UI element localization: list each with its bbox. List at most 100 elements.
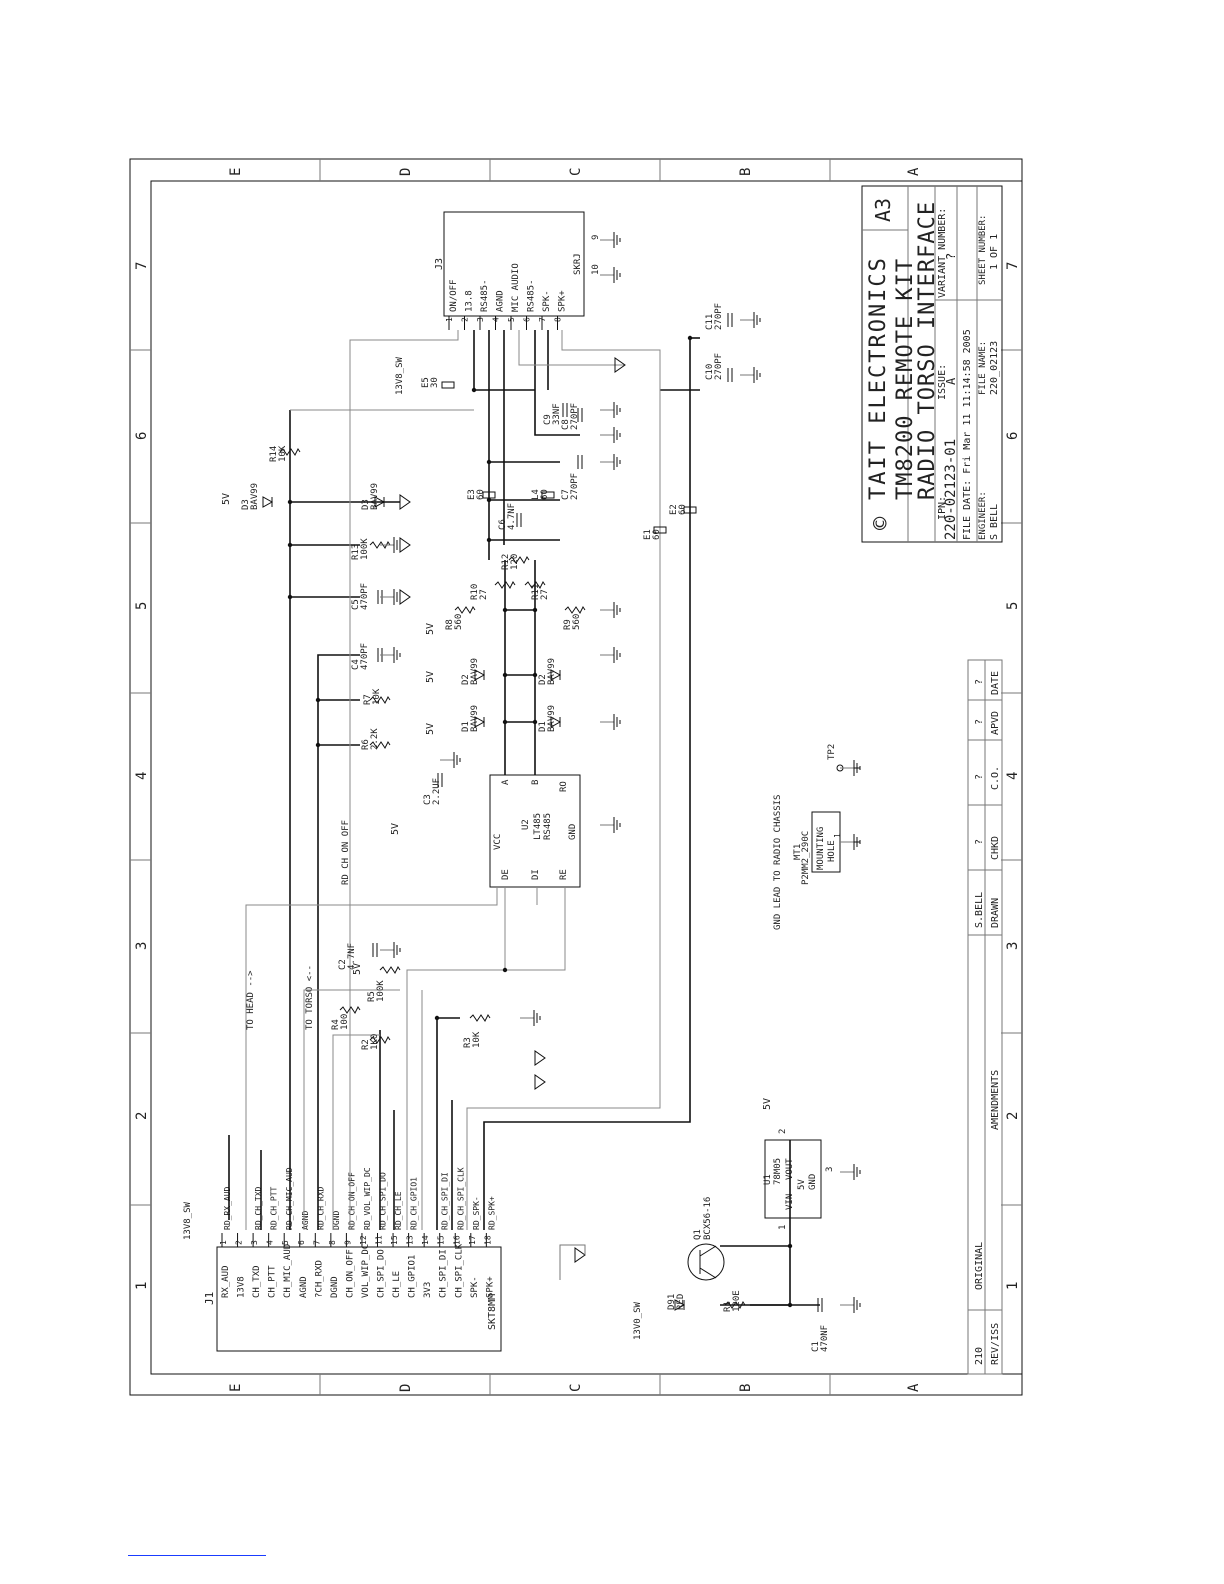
revision-block: 210 REV/ISS ORIGINAL AMENDMENTS S.BELL D…	[967, 659, 1003, 1375]
j1-pin-number: 18	[483, 1235, 492, 1245]
supply-5v-label: 5V	[352, 963, 363, 975]
component-ref: D2	[538, 674, 548, 685]
ground-arrow	[399, 494, 411, 510]
j1-pin-name: 3V3	[423, 1282, 433, 1298]
component-value: BAV99	[470, 658, 480, 685]
u2-b: B	[531, 780, 541, 785]
junction-dot	[787, 1302, 793, 1308]
j1-pin-name: CH_SPI_DO	[377, 1249, 387, 1298]
u2-de: DE	[501, 869, 511, 880]
component-value: RED	[676, 1294, 686, 1310]
apvd-label: APVD	[990, 711, 1001, 735]
zone-h-left-7: 7	[134, 262, 150, 270]
copyright-mark: ©	[869, 516, 894, 530]
component-value: 60	[678, 504, 688, 515]
j1-pin-name: RX_AUD	[221, 1265, 231, 1298]
j3-pin-9: 9	[591, 235, 601, 240]
file-date: FILE DATE: Fri Mar 11 11:14:58 2005	[962, 329, 973, 540]
supply-5v-label: 5V	[390, 823, 401, 835]
ground-arrow	[399, 589, 411, 605]
j1-pin-name: CH_SPI_DI	[439, 1249, 449, 1298]
diode-symbol	[374, 496, 386, 508]
junction-dot	[434, 1015, 440, 1021]
resistor-symbol	[494, 581, 516, 589]
ferrite-symbol	[441, 381, 455, 389]
wire-thin	[518, 330, 625, 366]
component-ref: C3	[423, 794, 433, 805]
j1-pin-name: CH_TXD	[252, 1265, 262, 1298]
component-value: 4.7NF	[347, 943, 357, 970]
mt-label-2: HOLE	[827, 840, 837, 862]
junction-dot	[502, 607, 508, 613]
j1-pin-group: 1RX_AUDRD_RX_AUD213V83CH_TXDRD_CH_TXD4CH…	[219, 1167, 496, 1298]
component-value: BAV99	[250, 483, 260, 510]
junction-dot	[486, 459, 492, 465]
component-value: 470NF	[820, 1325, 830, 1352]
u1-gnd: GND	[808, 1174, 818, 1190]
wire-thin	[303, 989, 400, 1230]
bracket	[559, 1244, 586, 1280]
test-point-tp2: TP2	[827, 744, 860, 772]
ground-arrow	[574, 1247, 586, 1263]
net-labels: TO HEAD --> TO TORSO <-- RD_CH_ON_OFF 13…	[246, 820, 643, 1340]
wire	[317, 654, 360, 1230]
u2-part: LT485	[533, 813, 543, 840]
diode-symbol	[474, 716, 486, 728]
component-value: 60	[540, 489, 550, 500]
zone-ticks	[130, 159, 1022, 1395]
zone-h-right-1: 1	[1005, 1282, 1021, 1290]
tp2-label: TP2	[827, 744, 837, 760]
j1-pin-net: RD_RX_AUD	[223, 1186, 232, 1230]
j1-pin-number: 2	[235, 1240, 244, 1245]
junction-dot	[502, 672, 508, 678]
wire	[483, 338, 691, 1230]
j1-pin-net: RD_CH_TXD	[254, 1186, 263, 1230]
u1-pin2: 2	[778, 1129, 788, 1134]
zone-v-bot-e: E	[228, 1384, 244, 1392]
u2-vcc: VCC	[493, 834, 503, 850]
component-value: 10K	[372, 688, 382, 705]
j3-pin-name: 13.8	[465, 290, 475, 312]
ferrite-symbol	[482, 491, 496, 499]
junction-dot	[315, 742, 321, 748]
j1-pin-net: RD_SPK-	[472, 1196, 481, 1230]
zone-v-top-d: D	[398, 168, 414, 176]
j1-pin-net: RD_CH_SPI_CLK	[456, 1167, 465, 1230]
component-value: 100K	[360, 538, 370, 560]
component-ref: C1	[811, 1341, 821, 1352]
ground-arrow	[614, 357, 626, 373]
component-value: 270PF	[714, 303, 724, 330]
j1-pin-number: 3	[250, 1240, 259, 1245]
supply-5v-label: 5V	[221, 493, 232, 505]
component-ref: C9	[543, 414, 553, 425]
zone-h-left-5: 5	[134, 602, 150, 610]
j1-pin-net: RD_CH_RXD	[316, 1186, 325, 1230]
j1-pin-name: CH_PTT	[268, 1265, 278, 1298]
footer-rule	[128, 1555, 266, 1556]
q1-part: BCX56-16	[703, 1197, 713, 1240]
net-rd-ch-on-off: RD_CH_ON_OFF	[341, 820, 351, 885]
connector-j3: J3 SKRJ 9 10 1ON/OFF213.83RS485-4AGND5MI…	[395, 211, 601, 395]
component-ref: R8	[445, 619, 455, 630]
component-ref: R7	[363, 694, 373, 705]
component-ref: R1	[723, 1301, 733, 1312]
component-ref: D1	[538, 721, 548, 732]
resistor-symbol	[279, 448, 301, 456]
u2-re: RE	[559, 869, 569, 880]
date-value: ?	[974, 679, 985, 685]
ferrite-symbol	[653, 526, 667, 534]
ipn-value: 220-02123-01	[943, 439, 959, 540]
component-value: 30	[430, 377, 440, 388]
j1-pin-net: RD_CH_LE	[394, 1191, 403, 1230]
j1-pin-name: DGND	[330, 1276, 340, 1298]
component-ref: R12	[501, 554, 511, 570]
j3-pin-name: ON/OFF	[449, 279, 459, 312]
j1-pin-name: CH_GPIO1	[408, 1255, 418, 1298]
component-value: 27	[540, 589, 550, 600]
drawn-label: DRAWN	[990, 898, 1001, 928]
resistor-symbol	[564, 606, 586, 614]
component-value: 2.2K	[370, 728, 380, 750]
rev-label: REV/ISS	[990, 1323, 1001, 1365]
j1-pin-net: RD_CH_ON_OFF	[347, 1172, 356, 1230]
